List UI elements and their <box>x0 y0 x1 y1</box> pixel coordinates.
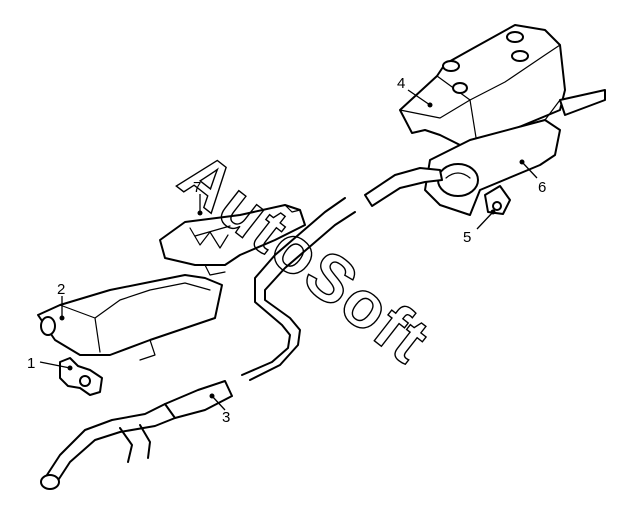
callout-3: 3 <box>222 409 230 426</box>
exhaust-pipe-main <box>40 197 356 490</box>
callout-2: 2 <box>57 281 65 298</box>
callout-4: 4 <box>397 75 405 92</box>
callout-7: 7 <box>193 179 201 196</box>
callout-6: 6 <box>538 179 546 196</box>
heat-shield-upper <box>399 24 566 151</box>
gasket <box>484 185 511 215</box>
heat-shield-middle <box>159 204 306 276</box>
callout-1: 1 <box>27 355 35 372</box>
heat-shield-front <box>37 274 223 361</box>
clamp <box>59 357 103 396</box>
callout-5: 5 <box>463 229 471 246</box>
rear-muffler <box>364 89 606 216</box>
leader-lines <box>39 89 538 411</box>
